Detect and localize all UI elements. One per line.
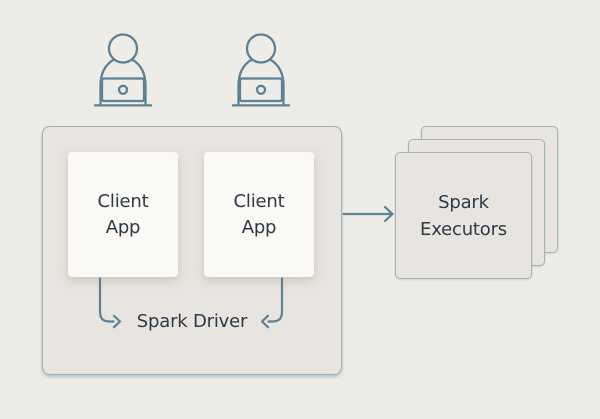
person-body-right xyxy=(268,58,285,106)
spark-driver-label: Spark Driver xyxy=(136,311,248,332)
person-at-laptop-icon xyxy=(232,33,290,107)
arrowhead-right-icon xyxy=(383,205,394,223)
person-body-left xyxy=(237,58,254,106)
person-head xyxy=(107,33,139,64)
person-body-left xyxy=(99,58,116,106)
spark-executors-card: Spark Executors xyxy=(395,152,532,279)
laptop-screen xyxy=(100,77,146,103)
client-app-card: Client App xyxy=(68,152,178,277)
laptop-logo xyxy=(255,84,267,95)
client-app-card: Client App xyxy=(204,152,314,277)
laptop-logo xyxy=(117,84,129,95)
spark-executors-label: Spark Executors xyxy=(420,191,507,240)
client-app-label: Client App xyxy=(233,190,285,238)
person-head xyxy=(245,33,277,64)
person-at-laptop-icon xyxy=(94,33,152,107)
laptop-screen xyxy=(238,77,284,103)
person-body-right xyxy=(130,58,147,106)
client-app-label: Client App xyxy=(97,190,149,238)
